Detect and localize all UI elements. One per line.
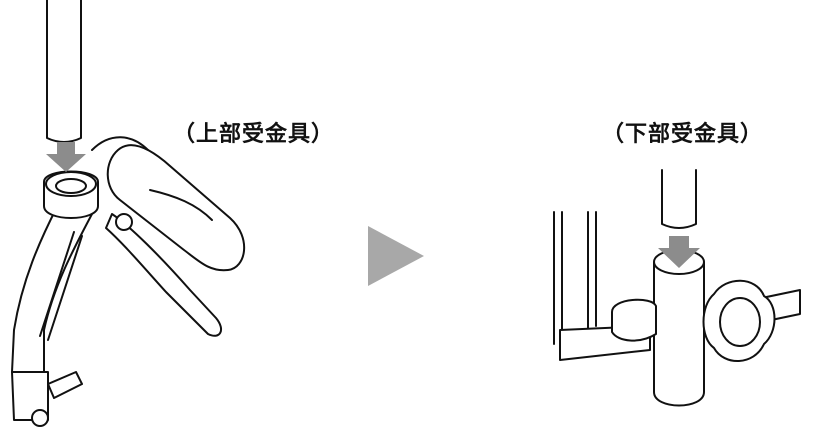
upper-handle-arm xyxy=(91,136,149,151)
lower-bracket-label: （下部受金具） xyxy=(602,122,764,147)
upper-bracket-label: （上部受金具） xyxy=(173,122,335,147)
upper-grip-seam xyxy=(149,189,213,221)
lower-bracket-illustration xyxy=(553,169,801,407)
upper-insert-arrow-icon xyxy=(46,142,86,172)
lower-frame-tube-left xyxy=(553,211,563,345)
upper-ring-inner xyxy=(55,178,87,194)
lower-mount-plate xyxy=(611,298,657,342)
upper-strut xyxy=(39,231,83,341)
upper-grip xyxy=(106,144,246,272)
lower-receiver-cylinder xyxy=(653,261,705,407)
upper-frame-bar xyxy=(11,204,93,373)
upper-pole xyxy=(46,0,82,143)
lower-knob-center xyxy=(719,297,761,347)
lower-insert-arrow-icon xyxy=(658,236,700,268)
lower-frame-tube-right xyxy=(587,211,597,331)
upper-brake-lever xyxy=(105,213,223,337)
upper-clamp-bolt xyxy=(31,409,49,427)
upper-clamp-knob xyxy=(47,371,83,399)
next-step-play-triangle-icon xyxy=(368,226,424,286)
upper-bracket-illustration xyxy=(11,0,246,427)
lower-pole xyxy=(661,169,697,229)
upper-lever-pivot xyxy=(115,213,133,231)
